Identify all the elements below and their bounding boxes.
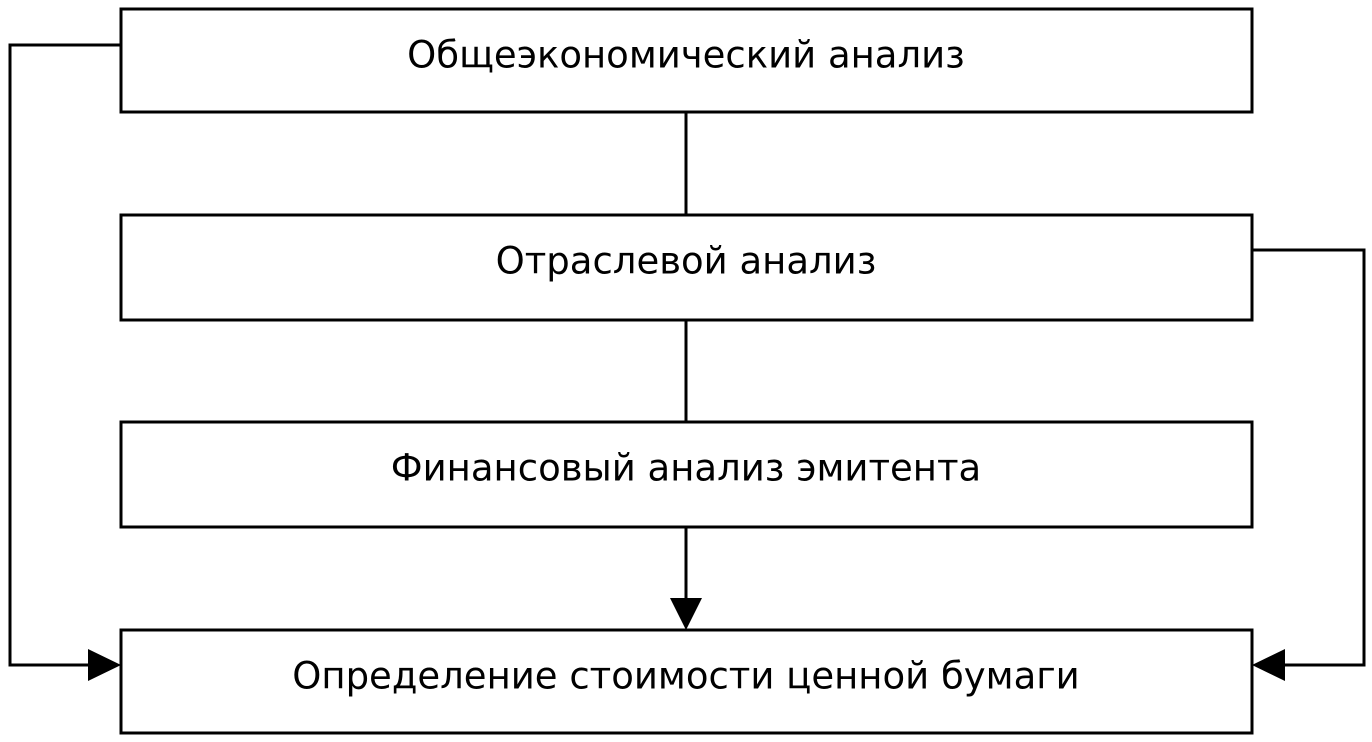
node-industry-analysis-label: Отраслевой анализ bbox=[496, 240, 877, 283]
node-financial-analysis-box bbox=[119, 420, 1254, 529]
arrowhead-general-to-valuation bbox=[88, 649, 121, 681]
node-industry-analysis: Отраслевой анализ bbox=[119, 213, 1254, 322]
arrowhead-financial-to-valuation bbox=[670, 598, 702, 630]
node-general-analysis-label: Общеэкономический анализ bbox=[407, 34, 965, 77]
node-security-valuation: Определение стоимости ценной бумаги bbox=[119, 628, 1254, 735]
node-general-analysis: Общеэкономический анализ bbox=[119, 7, 1254, 114]
node-industry-analysis-box bbox=[119, 213, 1254, 322]
edge-industry-to-valuation bbox=[1252, 248, 1366, 667]
edge-general-to-valuation bbox=[8, 43, 121, 667]
node-security-valuation-label: Определение стоимости ценной бумаги bbox=[292, 655, 1079, 698]
node-financial-analysis: Финансовый анализ эмитента bbox=[119, 420, 1254, 529]
node-financial-analysis-label: Финансовый анализ эмитента bbox=[391, 447, 981, 490]
node-security-valuation-box bbox=[119, 628, 1254, 735]
arrowhead-industry-to-valuation bbox=[1252, 649, 1285, 681]
node-general-analysis-box bbox=[119, 7, 1254, 114]
